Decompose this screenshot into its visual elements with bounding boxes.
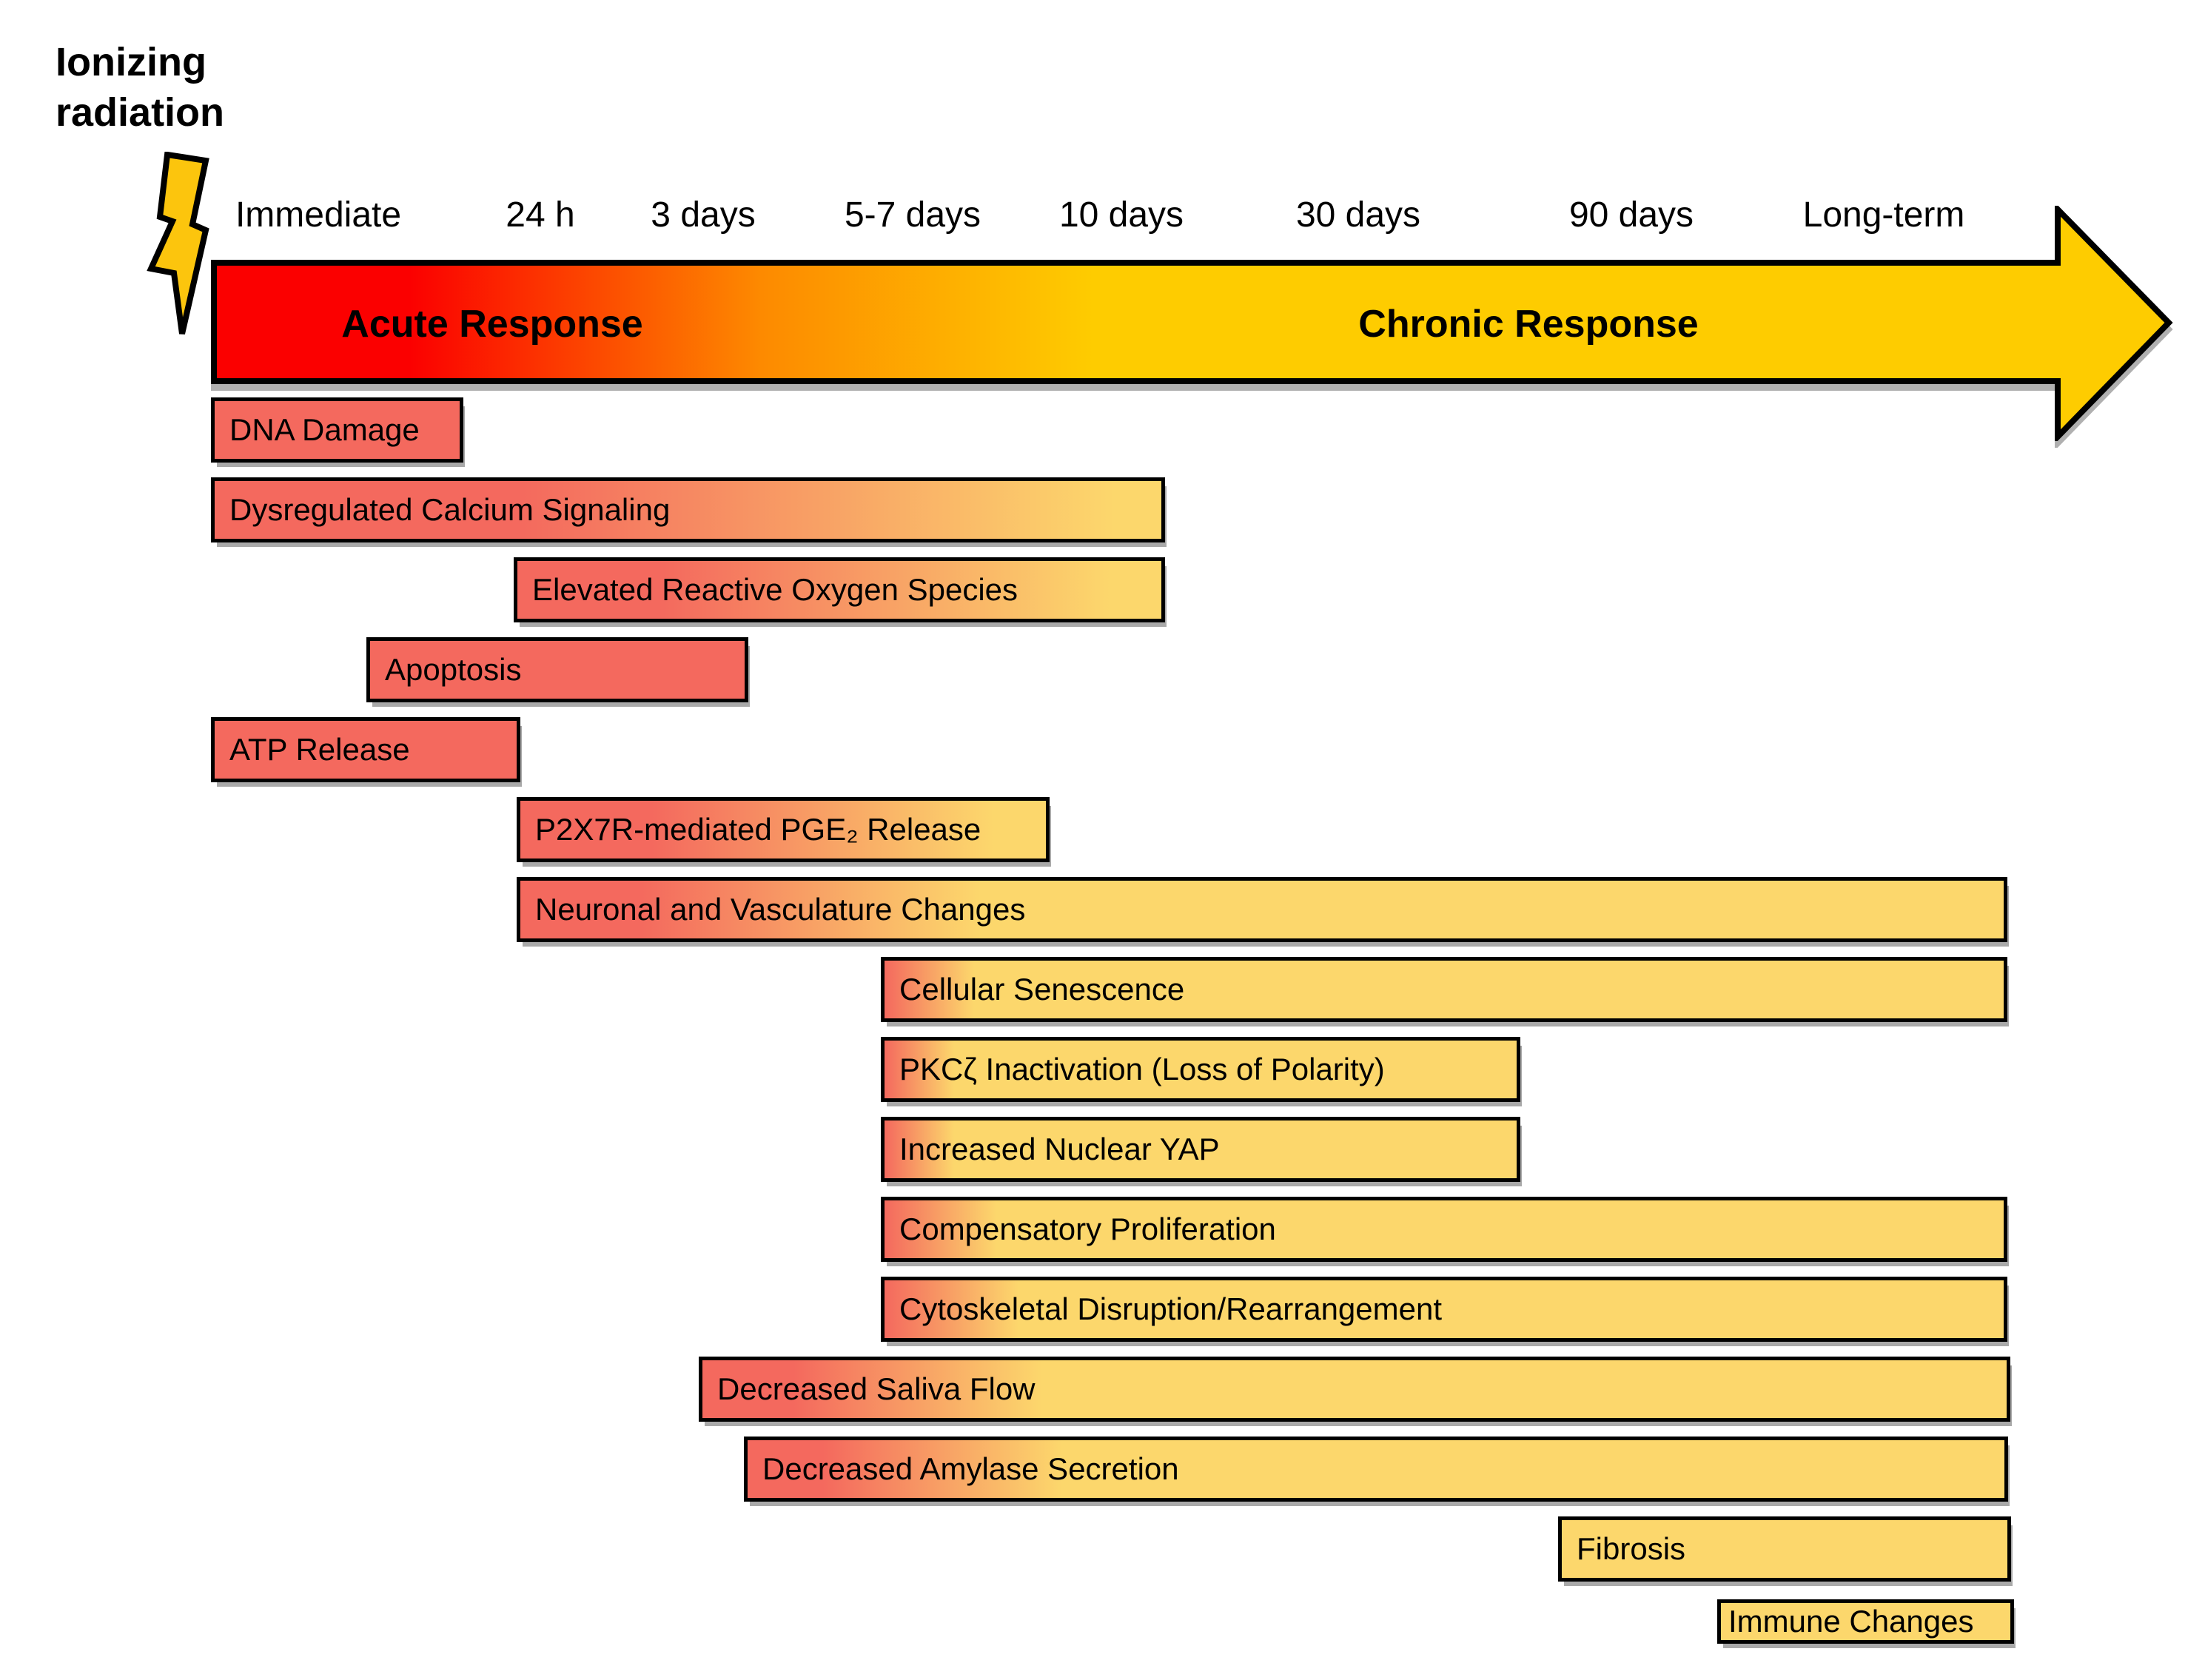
timeline-bar: Cytoskeletal Disruption/Rearrangement [881,1277,2007,1342]
timeline-arrow-shape [211,206,2173,441]
timeline-bar-label: Apoptosis [385,652,522,687]
timeline-bar-label: Increased Nuclear YAP [899,1132,1220,1166]
timeline-tick-label: 90 days [1568,195,1694,235]
timeline-bar-label: Elevated Reactive Oxygen Species [532,572,1018,607]
timeline-tick-label: 5-7 days [844,195,981,235]
timeline-bar-label: P2X7R-mediated PGE₂ Release [535,812,981,847]
timeline-bar-label: Cytoskeletal Disruption/Rearrangement [899,1291,1443,1326]
timeline-bar-label: Fibrosis [1577,1531,1686,1566]
timeline-bar: Compensatory Proliferation [881,1197,2007,1262]
timeline-bar-label: DNA Damage [229,412,420,447]
timeline-bar: PKCζ Inactivation (Loss of Polarity) [881,1037,1520,1102]
timeline-bar: Increased Nuclear YAP [881,1117,1520,1182]
timeline-tick-label: Immediate [235,195,402,235]
timeline-bar-label: PKCζ Inactivation (Loss of Polarity) [899,1052,1385,1086]
timeline-bar-label: Neuronal and Vasculature Changes [535,892,1026,927]
timeline-arrow [211,206,2173,441]
ionizing-radiation-label: Ionizing radiation [56,37,224,138]
timeline-bar: Immune Changes [1717,1599,2014,1644]
timeline-bar: Decreased Amylase Secretion [744,1437,2008,1502]
timeline-bar: Apoptosis [366,637,748,702]
timeline-bar: DNA Damage [211,397,463,463]
timeline-tick-label: 10 days [1058,195,1184,235]
lightning-bolt-icon [147,152,209,335]
timeline-bar-label: Decreased Amylase Secretion [762,1451,1179,1486]
lightning-bolt-shape [147,152,209,335]
timeline-bar: Decreased Saliva Flow [699,1357,2010,1422]
timeline-bar-label: ATP Release [229,732,410,767]
timeline-bar: Dysregulated Calcium Signaling [211,477,1165,542]
timeline-bar: P2X7R-mediated PGE₂ Release [517,797,1050,862]
timeline-bar-label: Immune Changes [1728,1604,1974,1639]
timeline-tick-label: 24 h [506,195,575,235]
timeline-bar: ATP Release [211,717,520,782]
timeline-bar: Neuronal and Vasculature Changes [517,877,2007,942]
acute-response-label: Acute Response [341,303,643,346]
timeline-tick-label: 3 days [651,195,756,235]
chronic-response-label: Chronic Response [1358,303,1699,346]
timeline-bar-label: Compensatory Proliferation [899,1212,1276,1246]
timeline-bar: Cellular Senescence [881,957,2007,1022]
timeline-bar: Elevated Reactive Oxygen Species [514,557,1165,622]
timeline-tick-label: 30 days [1295,195,1421,235]
timeline-bar: Fibrosis [1558,1516,2011,1582]
ionizing-radiation-line2: radiation [56,90,225,135]
timeline-tick-label: Long-term [1802,195,1965,235]
timeline-bar-label: Cellular Senescence [899,972,1185,1007]
ionizing-radiation-line1: Ionizing [56,40,207,84]
timeline-bar-label: Dysregulated Calcium Signaling [229,492,671,527]
timeline-bar-label: Decreased Saliva Flow [717,1371,1036,1406]
